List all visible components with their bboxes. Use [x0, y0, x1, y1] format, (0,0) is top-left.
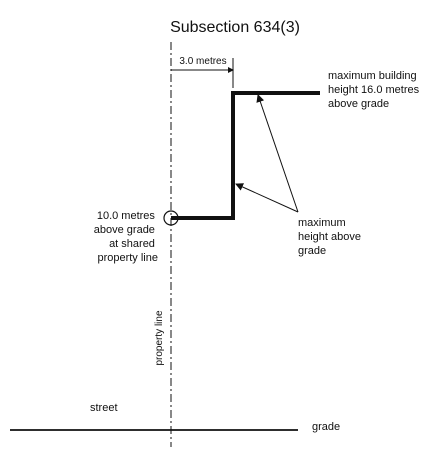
property-line-label: property line [154, 310, 165, 365]
shared-property-line-label: 10.0 metres above grade at shared proper… [94, 210, 158, 264]
street-label: street [90, 402, 118, 414]
diagram-title: Subsection 634(3) [170, 19, 300, 36]
grade-label: grade [312, 421, 340, 433]
dimension-label: 3.0 metres [179, 56, 226, 67]
arrow-to-stepback [235, 183, 299, 213]
max-building-height-label: maximum building height 16.0 metres abov… [328, 70, 422, 110]
arrow-to-max-height [256, 94, 299, 213]
max-height-above-grade-label: maximum height above grade [298, 217, 364, 257]
building-envelope [171, 91, 320, 220]
shared-line-point [163, 210, 179, 226]
